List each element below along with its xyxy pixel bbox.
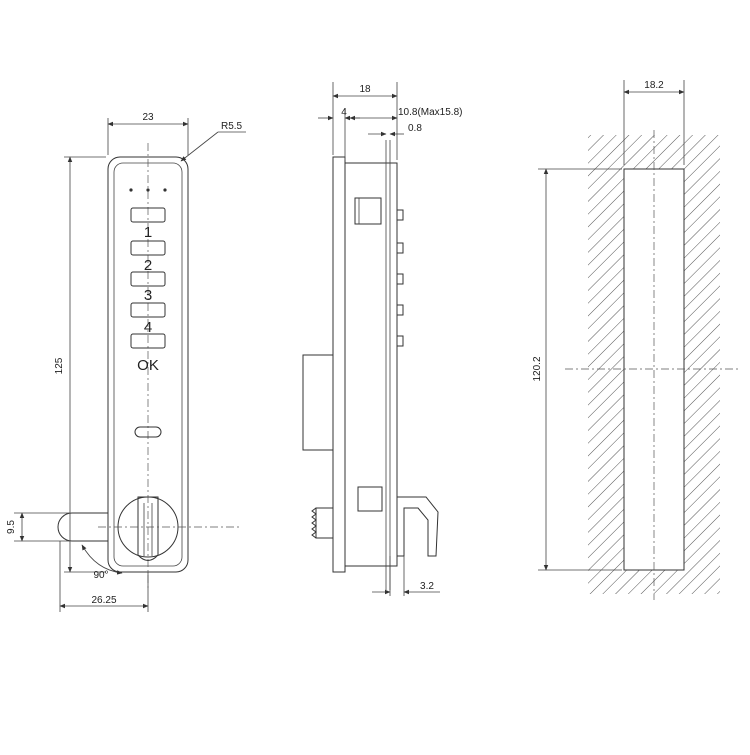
- radius-label: R5.5: [221, 121, 243, 132]
- latch-block: [354, 197, 382, 225]
- height-label: 125: [54, 357, 65, 374]
- button-nub: [396, 335, 404, 347]
- keypad-button[interactable]: [130, 302, 166, 318]
- cam-hook: [396, 496, 439, 557]
- cutout-view: 18.2 120.2: [532, 80, 740, 600]
- hatch-right: [684, 135, 720, 594]
- cutout-width-label: 18.2: [644, 80, 664, 91]
- spindle-thread: [311, 507, 317, 539]
- ok-label: OK: [137, 357, 159, 374]
- button-nub: [396, 242, 404, 254]
- button-nub: [396, 209, 404, 221]
- width-label: 23: [142, 112, 154, 123]
- indicator-dot: [129, 188, 133, 192]
- spindle: [315, 507, 334, 539]
- cam-label: 3.2: [420, 581, 434, 592]
- side-view: 18 4 10.8(Max15.8) 0.8 3.2: [302, 82, 462, 596]
- keypad-button[interactable]: [130, 240, 166, 256]
- angle-label: 90°: [93, 570, 108, 581]
- front-plate: [332, 156, 346, 573]
- indicator-dot: [146, 188, 150, 192]
- button-nub: [396, 273, 404, 285]
- cutout-height-label: 120.2: [532, 356, 543, 381]
- lower-latch: [357, 486, 383, 512]
- button-label-4: 4: [144, 319, 152, 336]
- plate-label: 4: [341, 107, 347, 118]
- side-body: [344, 162, 398, 567]
- keypad-button[interactable]: [130, 333, 166, 349]
- door-label: 10.8(Max15.8): [398, 107, 462, 118]
- rotation-arc: [81, 544, 123, 575]
- front-view: 1 2 3 4 OK 23 R5.5 125 9.5: [6, 112, 246, 612]
- button-label-2: 2: [144, 257, 152, 274]
- keypad-button[interactable]: [130, 207, 166, 223]
- knob-grip: [137, 496, 159, 561]
- depth-label: 18: [359, 84, 371, 95]
- rear-housing: [302, 354, 334, 451]
- hatch-left: [588, 135, 624, 594]
- status-slot: [134, 426, 162, 438]
- offset-label: 9.5: [6, 520, 17, 534]
- button-label-3: 3: [144, 287, 152, 304]
- gap-label: 0.8: [408, 123, 422, 134]
- reach-label: 26.25: [91, 595, 116, 606]
- keypad-button[interactable]: [130, 271, 166, 287]
- button-nub: [396, 304, 404, 316]
- button-label-1: 1: [144, 224, 152, 241]
- indicator-dot: [163, 188, 167, 192]
